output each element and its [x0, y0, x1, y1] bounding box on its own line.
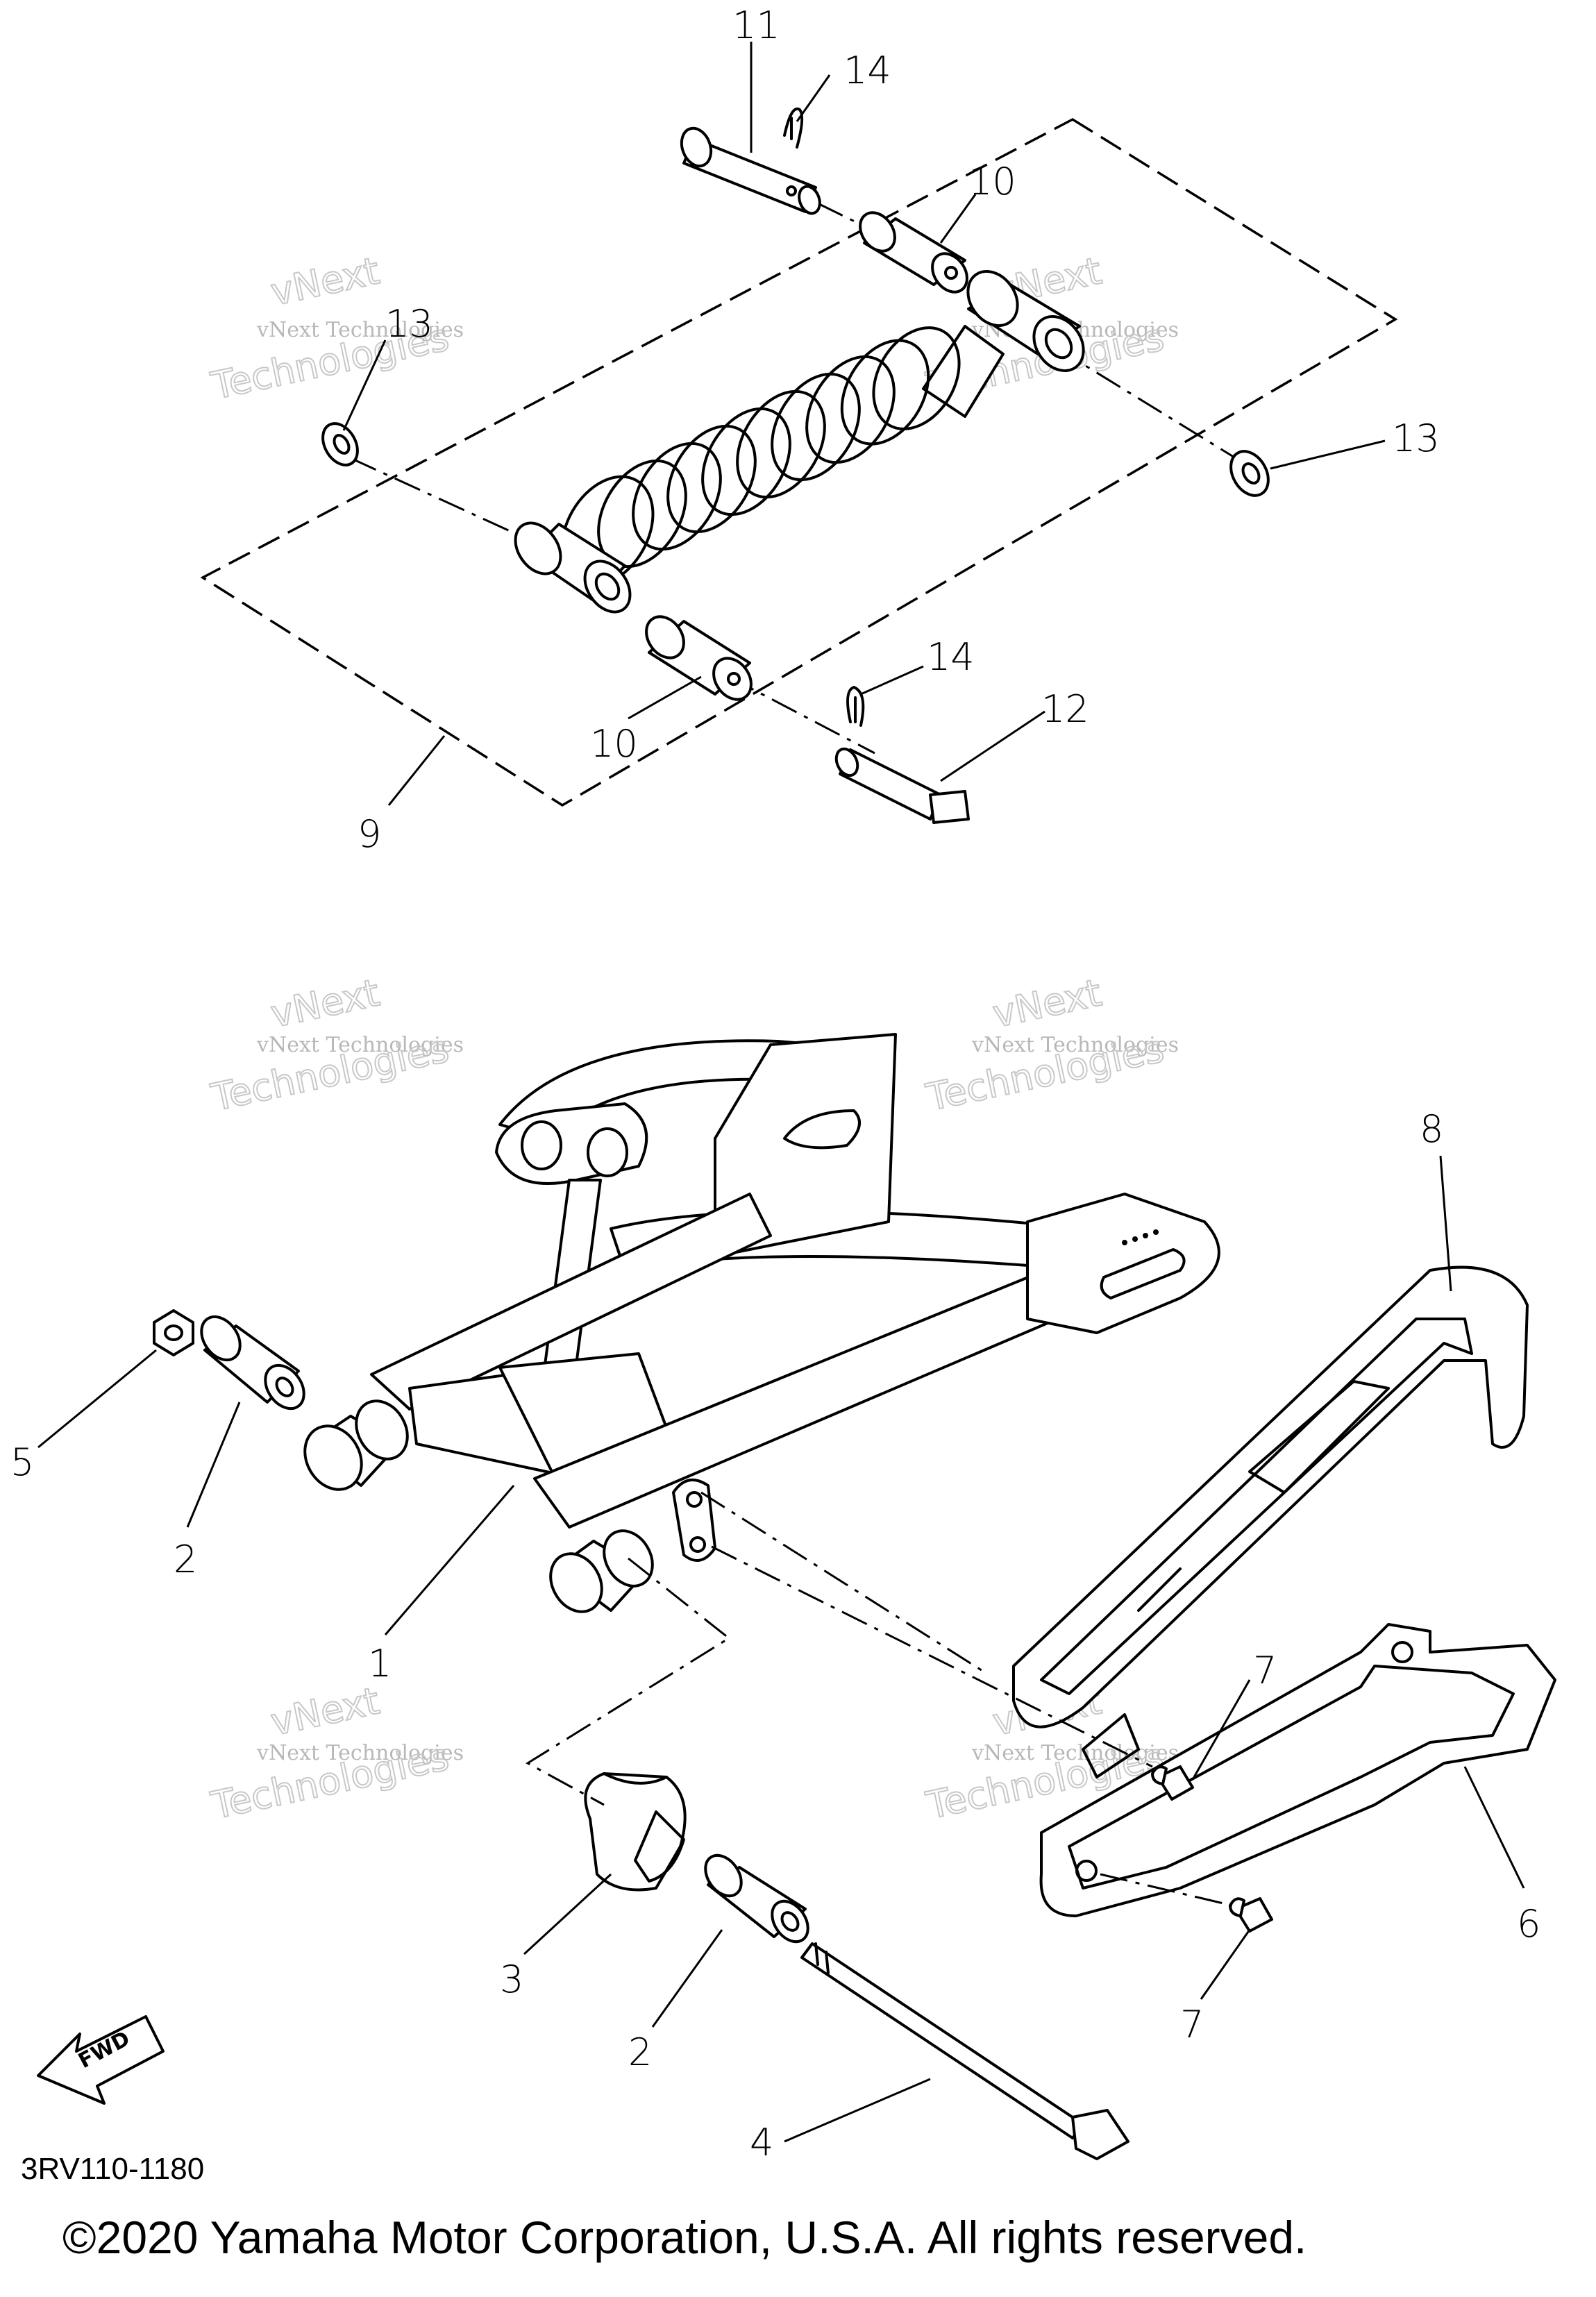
svg-text:vNext Technologies: vNext Technologies — [256, 1033, 464, 1057]
pivot-shaft-4 — [800, 1942, 1129, 2160]
callout-7-lower: 7 — [1180, 2003, 1204, 2046]
svg-text:vNext Technologies: vNext Technologies — [971, 1033, 1179, 1057]
callout-3: 3 — [500, 1958, 523, 2001]
callout-4: 4 — [750, 2121, 773, 2164]
shock-absorber-body — [514, 270, 1085, 614]
bolt-7-upper — [1151, 1765, 1194, 1801]
axis-swingarm-2 — [711, 1545, 1153, 1768]
bolt-12 — [834, 747, 970, 824]
bolt-7-lower — [1229, 1897, 1273, 1933]
copyright-notice: ©2020 Yamaha Motor Corporation, U.S.A. A… — [62, 2212, 1307, 2263]
callout-10-top: 10 — [968, 160, 1016, 203]
watermark-3: vNext vNext Technologies Technologies — [207, 970, 464, 1120]
leader-lines — [37, 42, 1525, 2143]
bolt-11 — [680, 126, 821, 215]
chain-case-8 — [1012, 1265, 1529, 1778]
svg-text:vNext: vNext — [267, 1678, 383, 1744]
cotter-pin-14-top — [783, 107, 804, 149]
bushing-10-top — [859, 211, 968, 294]
cotter-pin-14-bottom — [846, 686, 865, 727]
callout-8: 8 — [1420, 1107, 1443, 1151]
axis-swingarm-bracket — [526, 1557, 731, 1806]
washer-13-left — [321, 422, 359, 466]
bushing-10-bottom — [645, 615, 753, 701]
svg-text:vNext: vNext — [267, 249, 383, 314]
bushing-3 — [584, 1772, 687, 1892]
bushing-2-lower — [704, 1853, 809, 1944]
bushing-2-upper — [200, 1315, 305, 1411]
washer-13-right — [1229, 450, 1270, 497]
axis-swingarm-1 — [700, 1491, 986, 1674]
callout-5: 5 — [10, 1440, 34, 1484]
axis-line-bottom — [728, 675, 875, 755]
callout-10-bottom: 10 — [590, 722, 638, 766]
callouts: 11 14 10 13 13 14 10 12 9 8 5 2 1 7 6 3 … — [10, 3, 1540, 2164]
callout-2-upper: 2 — [174, 1538, 197, 1581]
shock-absorber-group — [200, 107, 1398, 824]
callout-13-left: 13 — [385, 302, 433, 346]
axis-line-left — [350, 457, 556, 553]
assembly-boundary-9 — [200, 117, 1398, 807]
callout-12: 12 — [1041, 687, 1089, 731]
watermark-4: vNext vNext Technologies Technologies — [922, 970, 1179, 1120]
svg-text:vNext Technologies: vNext Technologies — [256, 1741, 464, 1765]
callout-7-upper: 7 — [1253, 1649, 1277, 1692]
swingarm-1 — [303, 1033, 1220, 1613]
callout-2-lower: 2 — [628, 2030, 652, 2074]
svg-text:vNext Technologies: vNext Technologies — [971, 1741, 1179, 1765]
svg-text:vNext: vNext — [989, 970, 1105, 1036]
callout-13-right: 13 — [1392, 417, 1440, 460]
diagram-code: 3RV110-1180 — [21, 2152, 205, 2186]
axis-line-right — [1055, 346, 1236, 460]
callout-9: 9 — [358, 812, 381, 856]
fwd-arrow-icon: FWD — [37, 2015, 165, 2105]
watermarks: vNext vNext Technologies Technologies vN… — [207, 248, 1179, 1828]
callout-14-bottom: 14 — [927, 635, 975, 679]
swingarm-group — [153, 1033, 1556, 2160]
callout-6: 6 — [1517, 1902, 1540, 1946]
nut-5 — [153, 1309, 194, 1356]
callout-1: 1 — [368, 1642, 392, 1685]
svg-text:vNext: vNext — [267, 970, 383, 1036]
callout-14-top: 14 — [843, 49, 891, 92]
svg-text:vNext Technologies: vNext Technologies — [256, 318, 464, 342]
watermark-5: vNext vNext Technologies Technologies — [207, 1678, 464, 1828]
axis-swingarm-3 — [1100, 1873, 1233, 1907]
callout-11: 11 — [732, 3, 780, 47]
chain-guard-6 — [1039, 1623, 1556, 1917]
